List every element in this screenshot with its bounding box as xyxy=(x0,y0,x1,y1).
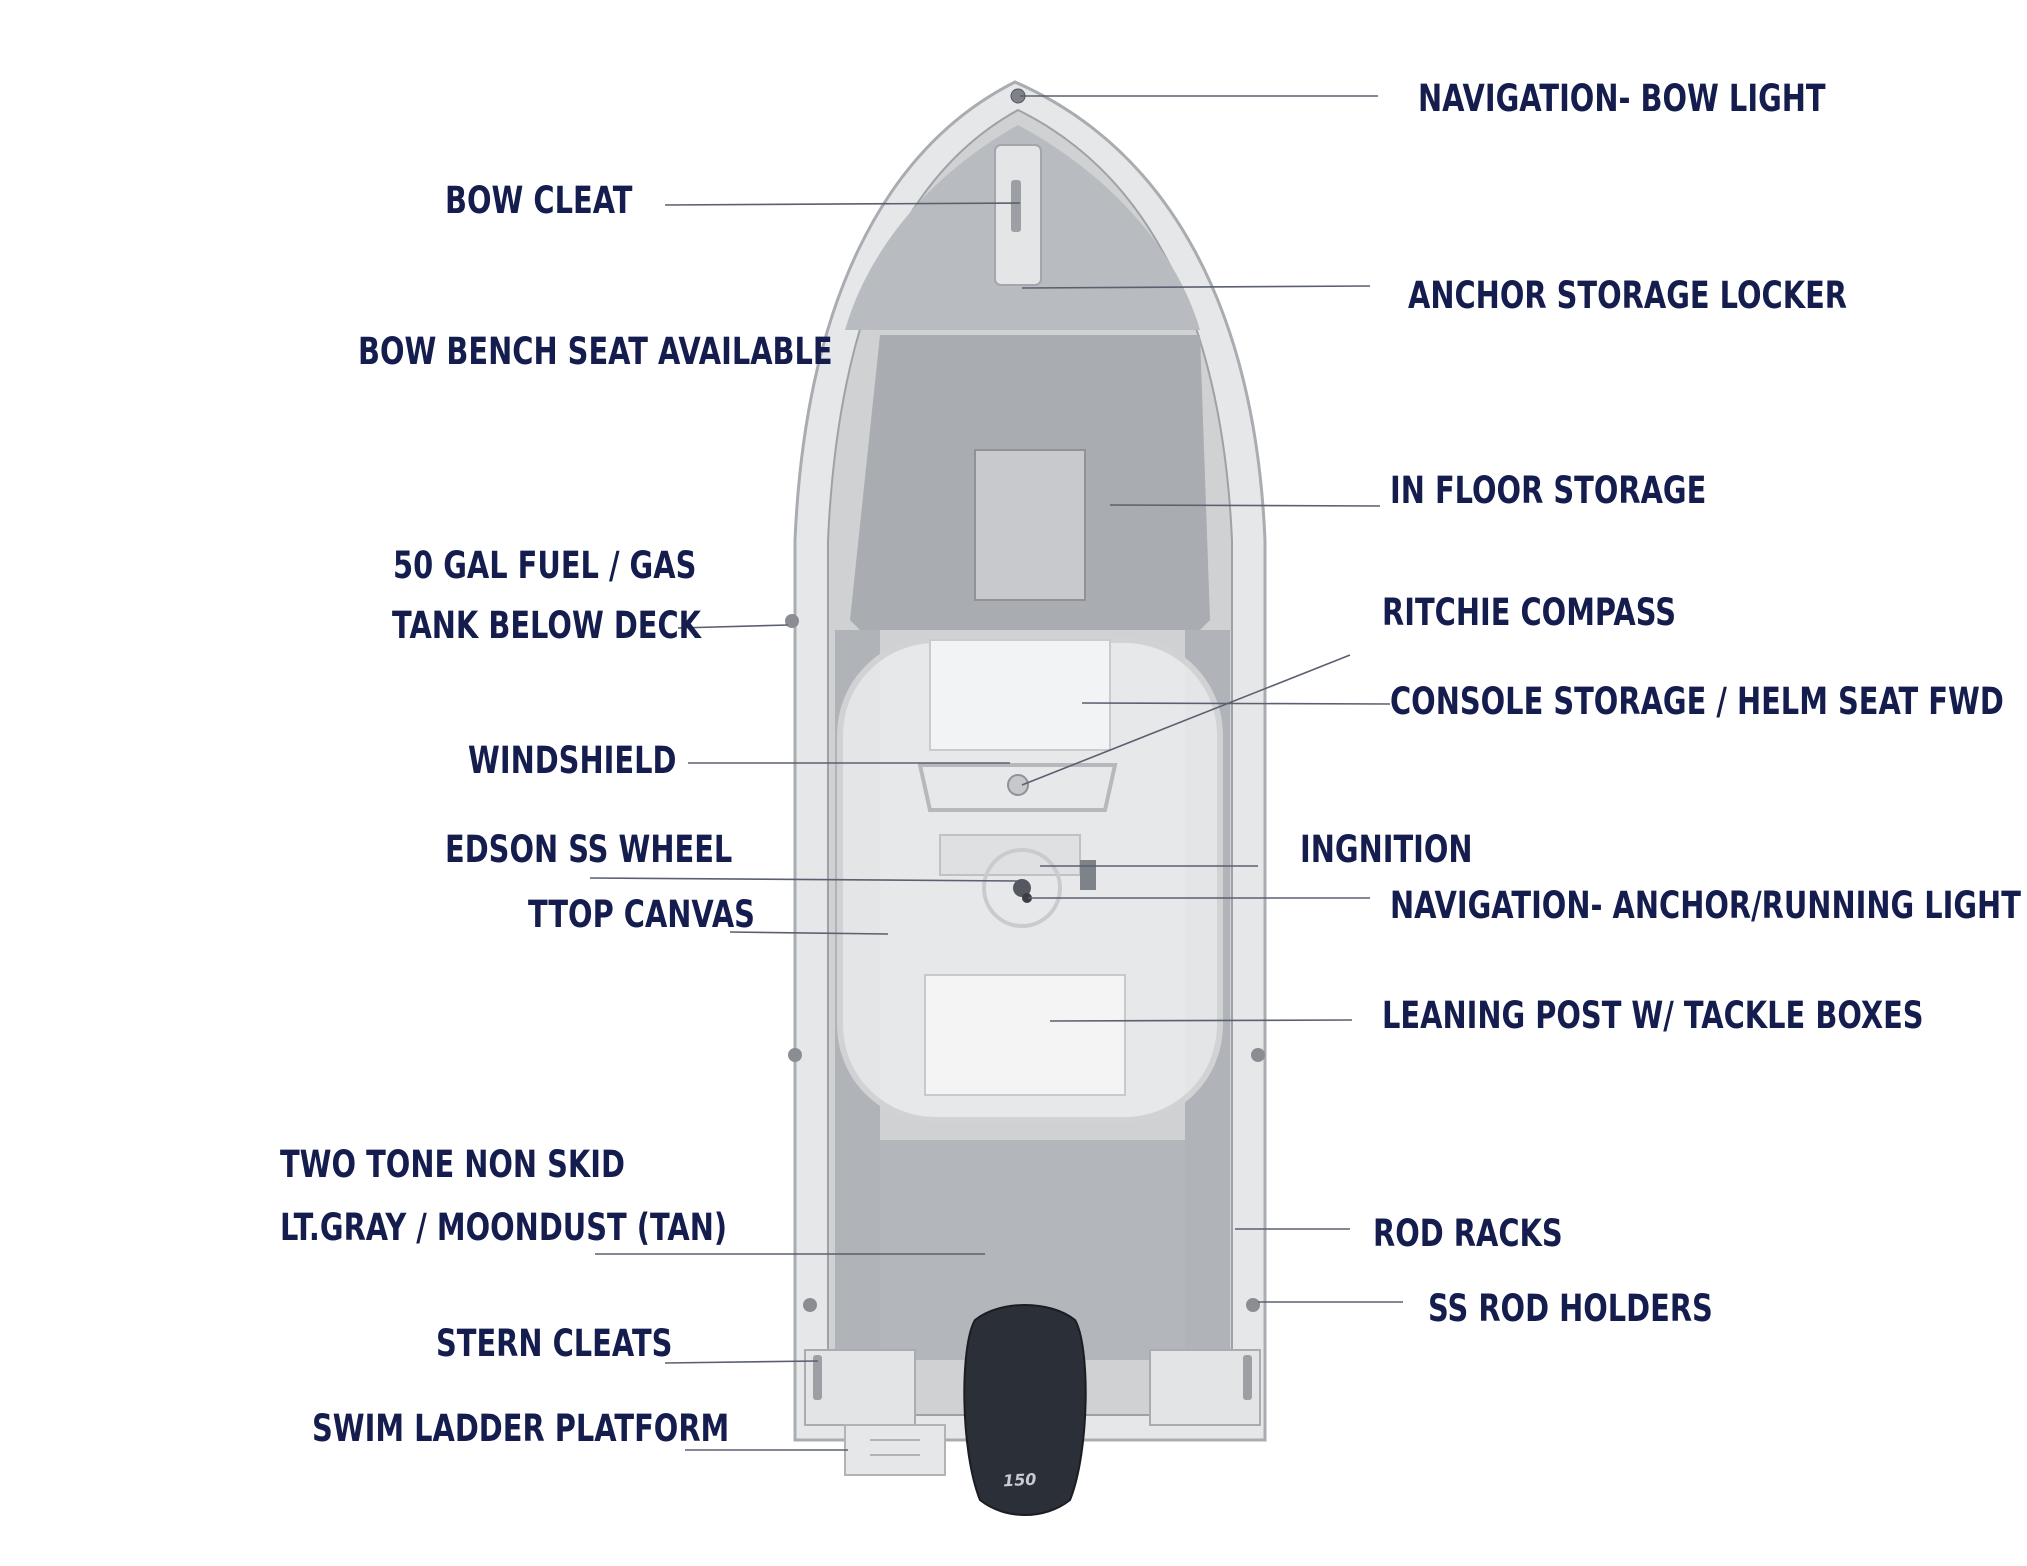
leader-console xyxy=(1081,702,1391,705)
label-windshield: WINDSHIELD xyxy=(468,739,677,782)
anchor-running-light xyxy=(1022,893,1032,903)
rod-holder-port-mid xyxy=(788,1048,802,1062)
label-nonskid-line2: LT.GRAY / MOONDUST (TAN) xyxy=(280,1206,728,1249)
label-bow-cleat: BOW CLEAT xyxy=(445,179,633,222)
leader-wheel xyxy=(589,877,1019,882)
leader-anchor-locker xyxy=(1021,285,1371,289)
stern-cleat-stbd xyxy=(1243,1355,1252,1400)
compass xyxy=(1007,774,1029,796)
leader-ttop xyxy=(729,931,889,935)
bow-cleat xyxy=(1011,180,1021,232)
label-anchor-light: NAVIGATION- ANCHOR/RUNNING LIGHT xyxy=(1390,884,2021,927)
label-swim-ladder: SWIM LADDER PLATFORM xyxy=(312,1407,730,1450)
leader-compass xyxy=(1021,654,1351,786)
outboard-engine xyxy=(963,1304,1087,1516)
swim-ladder-platform xyxy=(844,1424,946,1476)
label-fuel-line2: TANK BELOW DECK xyxy=(392,604,702,647)
rod-holder-port-fwd xyxy=(785,614,799,628)
leaning-post xyxy=(924,974,1126,1096)
leader-leaning-post xyxy=(1049,1019,1353,1022)
label-ignition: INGNITION xyxy=(1300,828,1473,871)
label-rod-holders: SS ROD HOLDERS xyxy=(1428,1287,1713,1330)
wheel-hub xyxy=(1013,879,1031,897)
label-stern-cleats: STERN CLEATS xyxy=(436,1322,673,1365)
aft-deck xyxy=(880,1140,1185,1360)
helm-wheel xyxy=(982,848,1062,928)
leader-fuel xyxy=(677,624,789,629)
engine-badge: 150 xyxy=(1003,1470,1037,1491)
rod-holder-stbd-mid xyxy=(1251,1048,1265,1062)
stern-cleat-port xyxy=(813,1355,822,1400)
label-bench-seat: BOW BENCH SEAT AVAILABLE xyxy=(358,330,833,373)
leader-bow-cleat xyxy=(664,202,1021,206)
label-leaning-post: LEANING POST W/ TACKLE BOXES xyxy=(1382,994,1924,1037)
stern-port-corner xyxy=(804,1349,916,1426)
ignition xyxy=(1080,860,1096,890)
leader-in-floor xyxy=(1109,504,1381,507)
rod-holder-stbd-aft xyxy=(1246,1298,1260,1312)
label-in-floor: IN FLOOR STORAGE xyxy=(1390,469,1707,512)
windshield-shape xyxy=(917,763,1118,812)
console xyxy=(929,639,1111,751)
label-fuel-line1: 50 GAL FUEL / GAS xyxy=(393,544,697,587)
label-console: CONSOLE STORAGE / HELM SEAT FWD xyxy=(1390,680,2004,723)
label-anchor-locker: ANCHOR STORAGE LOCKER xyxy=(1408,274,1848,317)
label-wheel: EDSON SS WHEEL xyxy=(445,828,733,871)
label-ttop: TTOP CANVAS xyxy=(528,893,755,936)
leader-stern-cleats xyxy=(664,1360,819,1364)
in-floor-hatch xyxy=(974,449,1086,601)
label-rod-racks: ROD RACKS xyxy=(1373,1212,1563,1255)
rod-holder-port-aft xyxy=(803,1298,817,1312)
label-nonskid-line1: TWO TONE NON SKID xyxy=(280,1143,625,1186)
label-compass: RITCHIE COMPASS xyxy=(1382,591,1677,634)
label-bow-light: NAVIGATION- BOW LIGHT xyxy=(1418,77,1826,120)
stern-stbd-corner xyxy=(1149,1349,1261,1426)
